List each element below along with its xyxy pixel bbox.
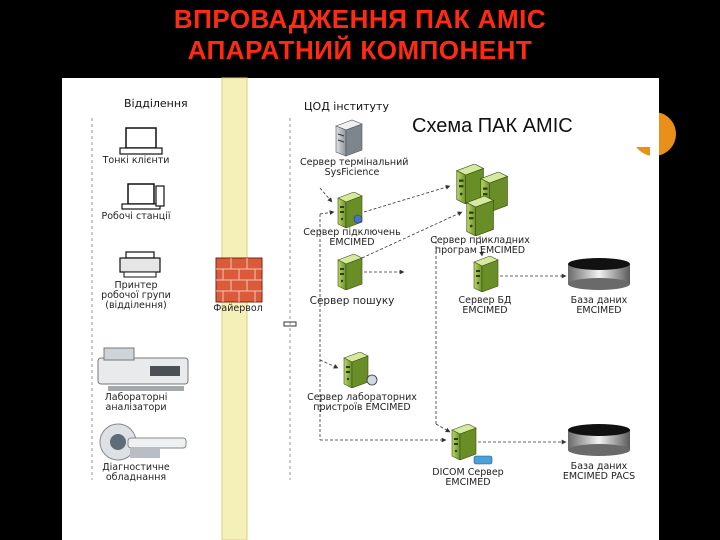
- firewall-label: Файервол: [213, 303, 263, 314]
- firewall-column: [221, 77, 248, 540]
- workstations-label: Робочі станції: [101, 211, 171, 222]
- diagram-panel: [62, 78, 659, 540]
- pacs-database-icon: [568, 424, 630, 456]
- thin-clients-label: Тонкі клієнти: [102, 155, 170, 166]
- dicom-server-icon: [451, 424, 477, 460]
- department-header: Відділення: [124, 97, 188, 110]
- diagnostic-equipment-icon: [99, 423, 187, 461]
- db-server-icon: [473, 256, 499, 292]
- thin-client-icon: [119, 127, 163, 155]
- title-line-2: АПАРАТНИЙ КОМПОНЕНТ: [187, 35, 533, 65]
- schema-callout: Схема ПАК АМІС: [402, 105, 657, 147]
- title-line-1: ВПРОВАДЖЕННЯ ПАК АМІС: [173, 4, 547, 34]
- firewall-icon: [215, 257, 263, 303]
- data-center-header: ЦОД інституту: [304, 100, 389, 113]
- app-server-icon-3: [466, 196, 495, 236]
- workstation-icon: [121, 183, 165, 210]
- search-server-label: Сервер пошуку: [309, 295, 395, 307]
- lab-server-icon: [343, 352, 369, 388]
- printer-icon: [119, 251, 161, 278]
- search-server-icon: [337, 254, 363, 290]
- terminal-server-icon: [335, 119, 363, 157]
- lab-analyzer-icon: [97, 347, 189, 391]
- small-marker: [283, 321, 297, 327]
- database-icon: [568, 258, 630, 290]
- slide-title: ВПРОВАДЖЕННЯ ПАК АМІС АПАРАТНИЙ КОМПОНЕН…: [0, 4, 720, 66]
